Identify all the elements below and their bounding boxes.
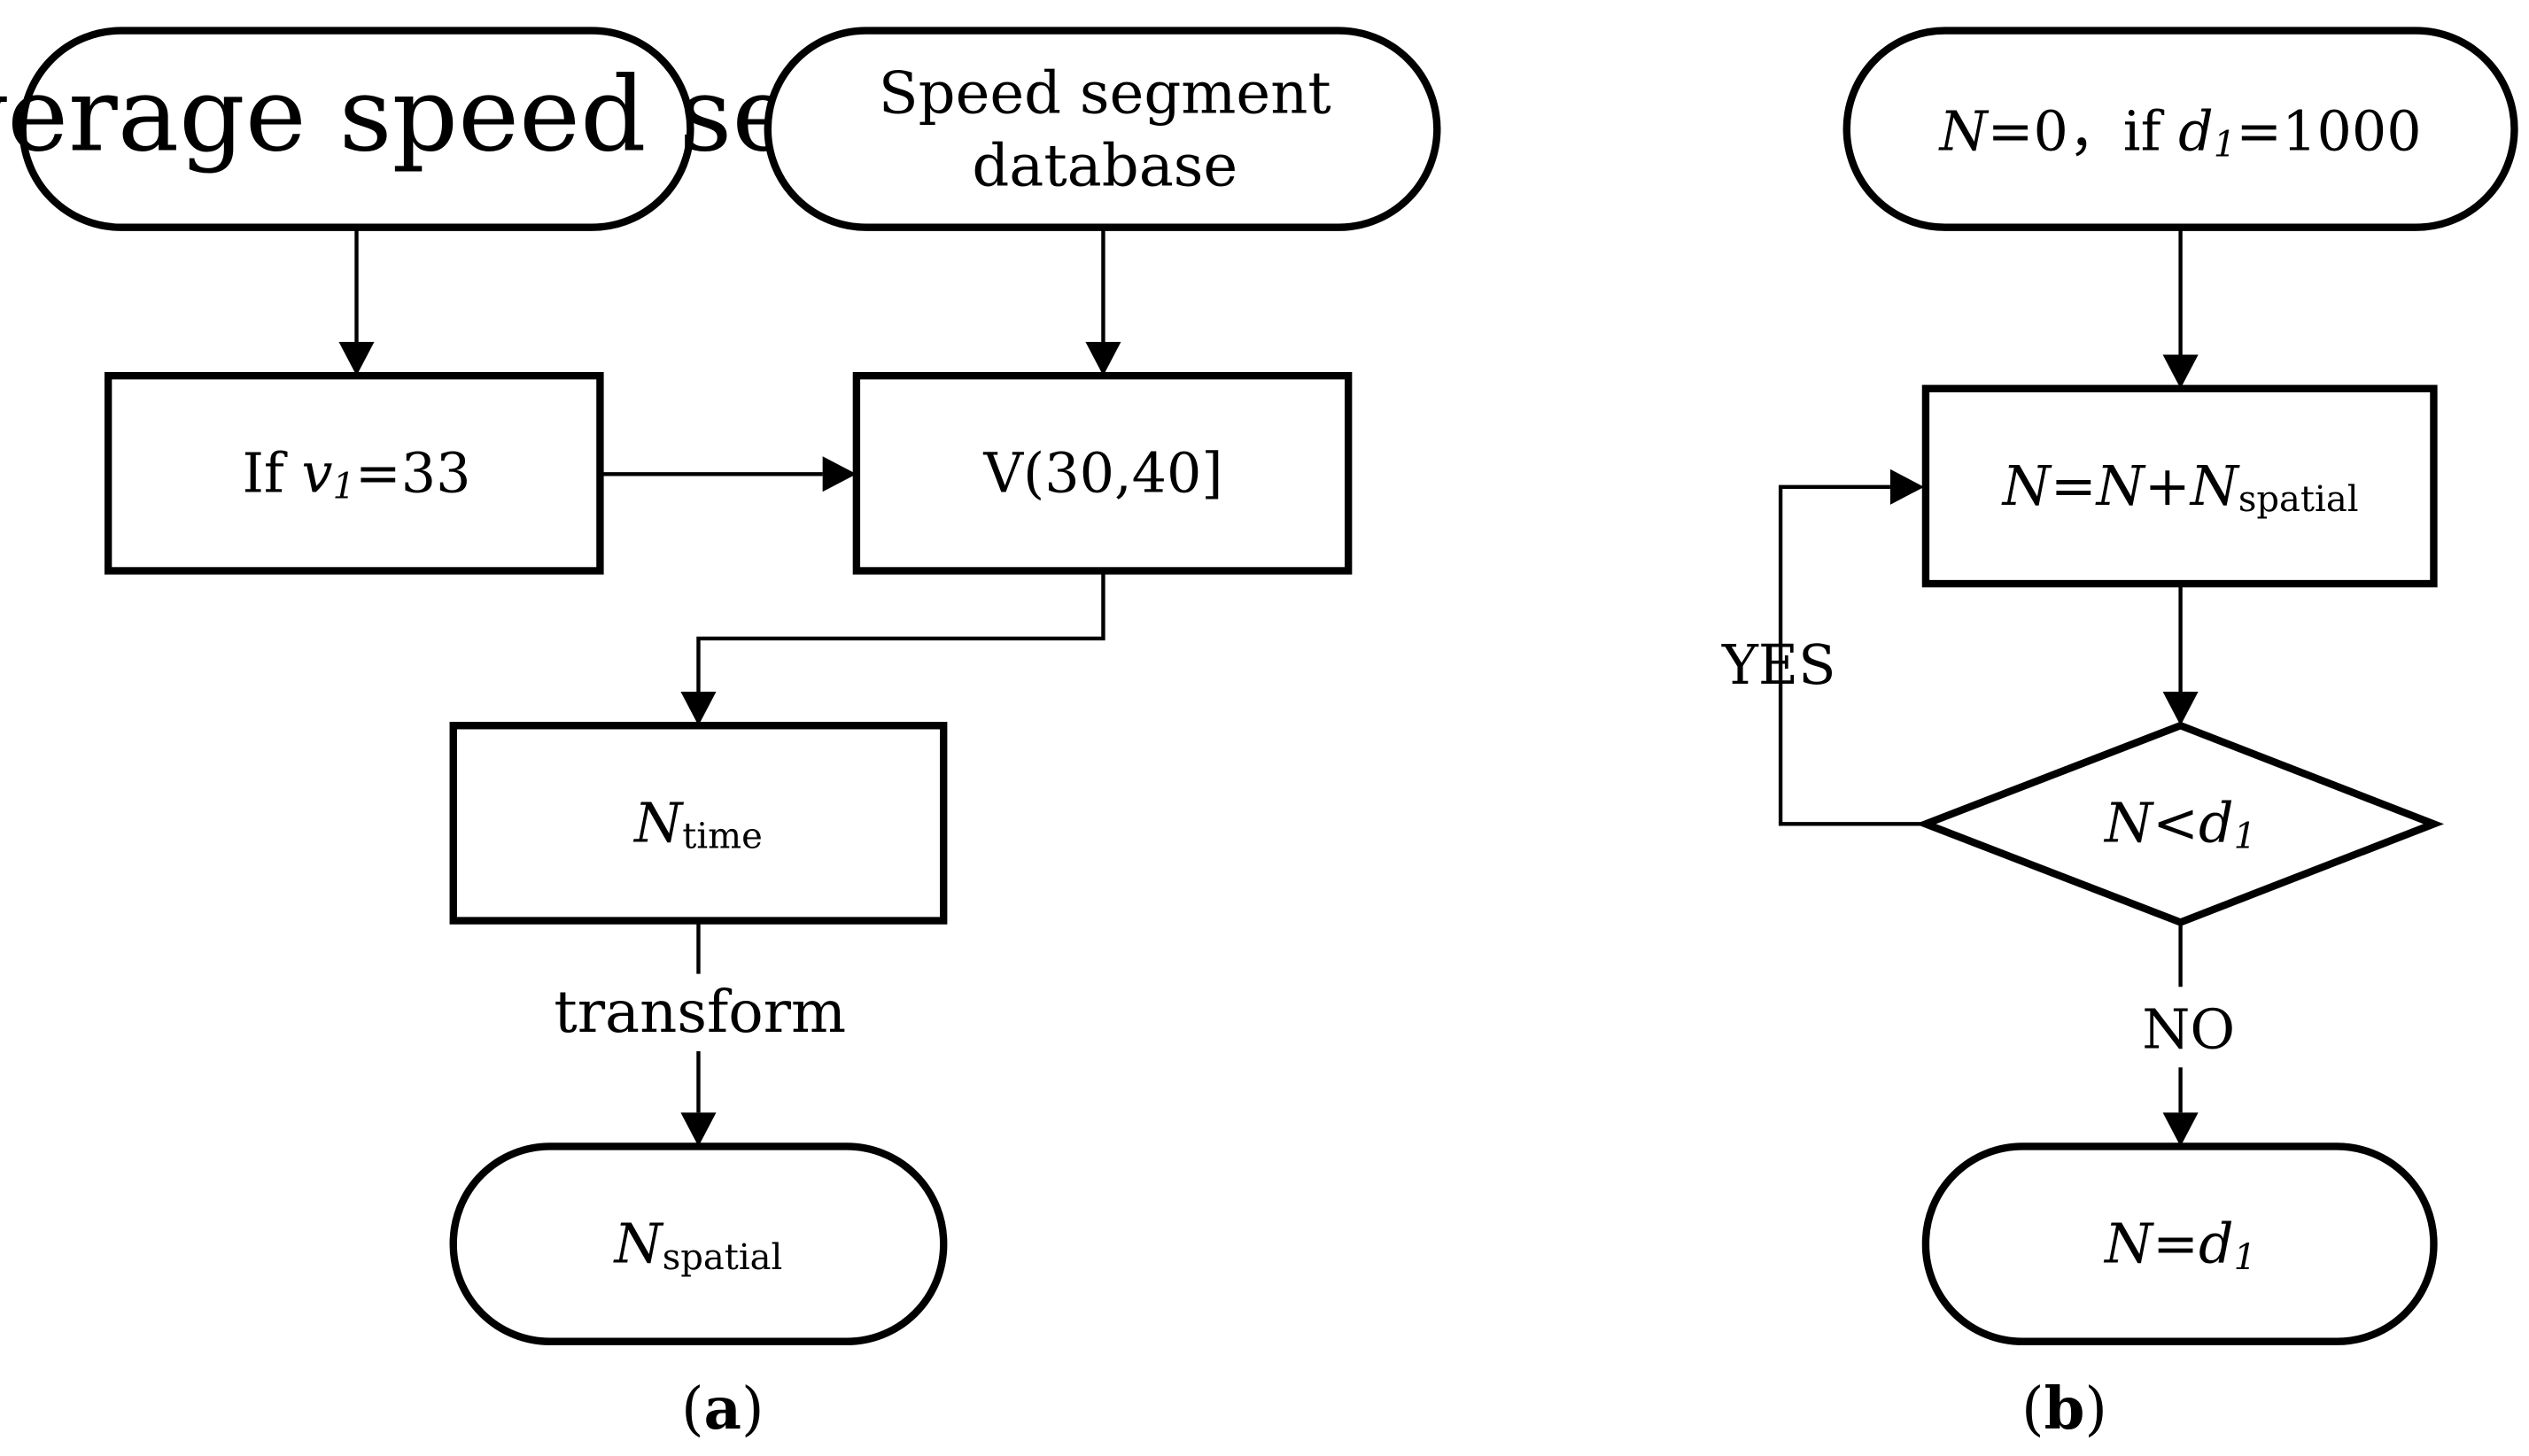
terminal-speed-segment-database: Speed segment database [764, 27, 1441, 231]
label-n-spatial: Nspatial [613, 1212, 783, 1278]
label-transform: transform [554, 979, 846, 1046]
caption-a-open: ( [681, 1375, 704, 1443]
caption-b: (b) [2021, 1375, 2107, 1443]
cond-var: v [301, 441, 332, 505]
panel-b: N=0，if d1=1000 N=N+Nspatial N<d1 YES NO … [1721, 27, 2518, 1443]
init-if: if [2123, 99, 2178, 163]
update-eq: = [2051, 454, 2097, 518]
terminal-n-spatial: Nspatial [449, 1142, 948, 1345]
process-speed-condition: If v1=33 [104, 372, 604, 575]
arrowhead [2162, 692, 2199, 726]
cond-value: =33 [355, 441, 471, 505]
decision-sub: 1 [2234, 817, 2256, 857]
decision-n-less-than-d1: N<d1 [1915, 721, 2444, 926]
init-sub: 1 [2214, 125, 2236, 166]
panel-b-connectors [1778, 228, 2199, 1147]
panel-a-connectors [338, 228, 1121, 1147]
arrow-interval-to-ntime [696, 572, 1105, 693]
arrowhead [822, 456, 857, 492]
cond-prefix: If [242, 441, 301, 505]
process-n-time: Ntime [449, 722, 948, 925]
end-n: N [2103, 1212, 2154, 1276]
arrowhead [680, 692, 717, 726]
label-n-time: Ntime [632, 791, 763, 856]
arrowhead [338, 341, 375, 376]
arrowhead [1085, 341, 1121, 376]
init-var: N [1938, 99, 1990, 163]
loop-yes-back-to-update [1778, 484, 1926, 826]
terminal-result: N=d1 [1921, 1142, 2438, 1345]
arrowhead [1889, 469, 1925, 505]
process-accumulate: N=N+Nspatial [1921, 384, 2438, 588]
label-decision: N<d1 [2103, 791, 2256, 856]
label-speed-condition: If v1=33 [242, 441, 470, 507]
label-accumulate: N=N+Nspatial [2001, 454, 2359, 520]
label-no: NO [2142, 997, 2235, 1061]
decision-n: N [2103, 791, 2154, 855]
arrowhead [2162, 354, 2199, 389]
terminal-average-speed-set: Average speed set [0, 27, 834, 231]
n-time-sub: time [682, 817, 763, 857]
caption-a-letter: a [704, 1375, 741, 1443]
label-result: N=d1 [2103, 1212, 2256, 1278]
arrowhead [680, 1112, 717, 1147]
update-plus: + [2145, 454, 2191, 518]
terminal-initialization: N=0，if d1=1000 [1842, 27, 2518, 231]
label-average-speed-set: Average speed set [0, 55, 834, 174]
n-time-var: N [632, 791, 684, 855]
update-n2: N [2189, 454, 2240, 518]
update-sub: spatial [2238, 479, 2359, 520]
init-d: d [2178, 99, 2214, 163]
update-n: N [2095, 454, 2146, 518]
label-speed-interval: V(30,40] [982, 441, 1222, 505]
n-spatial-var: N [613, 1212, 664, 1276]
end-sub: 1 [2234, 1237, 2256, 1278]
panel-a: Average speed set Speed segment database… [0, 27, 1441, 1443]
label-database: database [972, 132, 1237, 199]
update-lhs: N [2001, 454, 2052, 518]
label-initialization: N=0，if d1=1000 [1938, 99, 2422, 165]
init-rhs: =1000 [2236, 99, 2421, 163]
init-value: =0， [1988, 99, 2123, 163]
caption-b-open: ( [2021, 1375, 2044, 1443]
decision-d: d [2199, 791, 2234, 855]
end-eq: = [2153, 1212, 2199, 1276]
arrowhead [2162, 1112, 2199, 1147]
decision-lt: < [2153, 791, 2199, 855]
label-speed-segment: Speed segment [879, 59, 1331, 127]
label-yes: YES [1721, 633, 1835, 697]
caption-b-letter: b [2044, 1375, 2085, 1443]
process-speed-interval: V(30,40] [852, 372, 1353, 575]
caption-b-close: ) [2084, 1375, 2107, 1443]
n-spatial-sub: spatial [663, 1237, 783, 1278]
end-d: d [2199, 1212, 2234, 1276]
caption-a: (a) [681, 1375, 764, 1443]
cond-sub: 1 [332, 467, 354, 507]
caption-a-close: ) [741, 1375, 764, 1443]
